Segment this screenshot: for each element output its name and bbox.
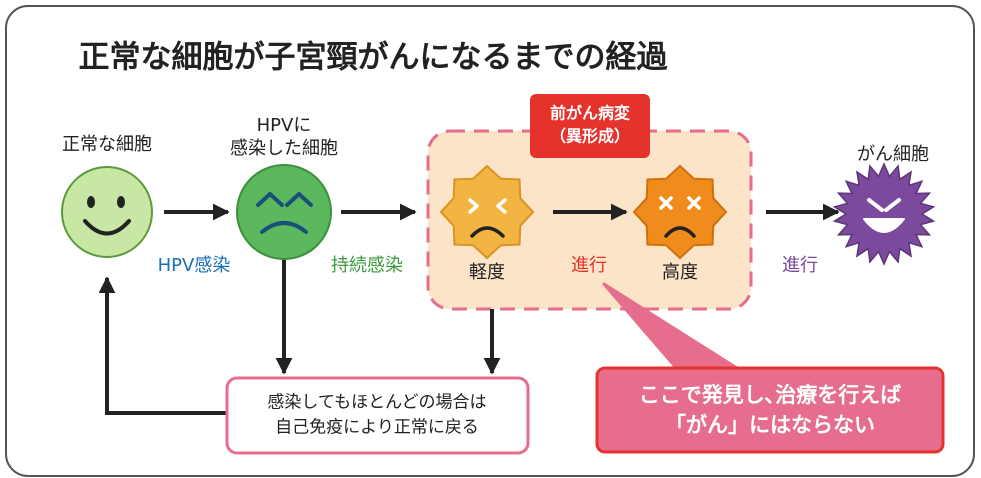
worried-face-icon [439,164,535,260]
progression-label-2: 進行 [782,254,818,276]
recovery-note-line2: 自己免疫により正常に戻る [275,417,479,438]
progression-label-1: 進行 [571,254,607,276]
recovery-note-box [225,376,530,455]
early-detection-box [595,366,945,454]
premalignant-subtitle: （異形成） [549,126,631,146]
hpv-infection-label: HPV感染 [157,254,231,276]
early-detection-line2: 「がん」にはならない [665,412,875,437]
recovery-loop-arrow [98,276,237,415]
page-title: 正常な細胞が子宮頸がんになるまでの経過 [78,39,668,76]
premalignant-title: 前がん病変 [549,103,631,123]
mild-dysplasia-label: 軽度 [469,261,505,283]
persistent-infection-label: 持続感染 [331,254,403,276]
premalignant-tag [530,94,650,158]
infected-cell-label-line2: 感染した細胞 [230,137,338,159]
infected-cell-label-line1: HPVに [256,114,312,136]
early-detection-line1: ここで発見し､治療を行えば [638,382,902,407]
evil-grin-face-icon [832,162,936,266]
normal-cell-label: 正常な細胞 [62,133,152,155]
smiling-face-icon [61,166,153,258]
severe-dysplasia-label: 高度 [662,261,698,283]
frowning-face-icon [236,164,332,260]
recovery-note-line1: 感染してもほとんどの場合は [267,392,487,413]
cancer-cell-label: がん細胞 [857,143,929,165]
dizzy-face-icon [632,164,728,260]
